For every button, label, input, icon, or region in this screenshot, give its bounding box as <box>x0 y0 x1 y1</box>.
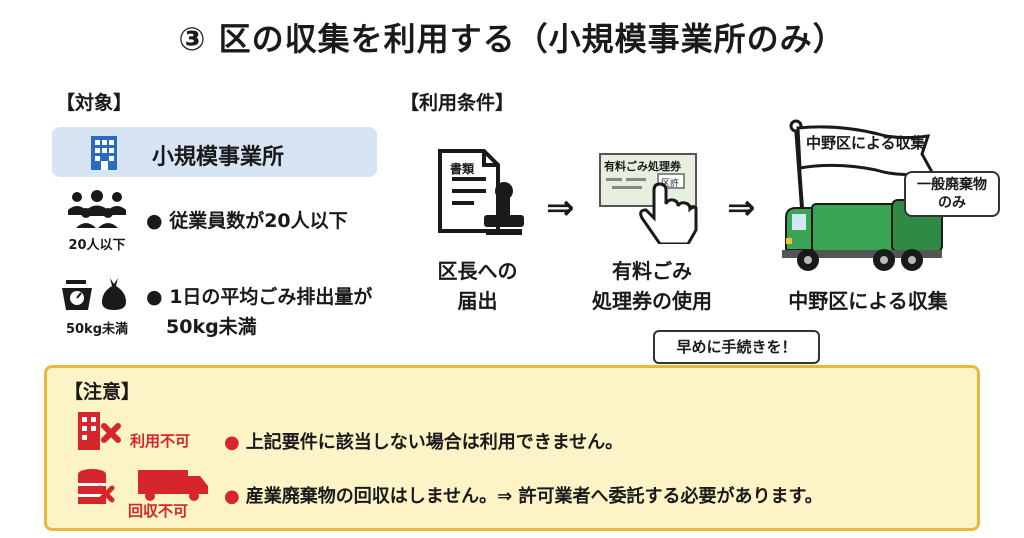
ticket-stamp: 区許 <box>661 179 680 189</box>
flow-arrow-1: ⇒ <box>546 188 575 228</box>
caution-note-2: ●産業廃棄物の回収はしません。⇒ 許可業者へ委託する必要があります。 <box>224 486 823 507</box>
waste-caption: 50kg未満 <box>65 322 129 337</box>
flag-text: 中野区による収集 <box>806 134 926 152</box>
page-title: ③ 区の収集を利用する（小規模事業所のみ） <box>178 20 846 58</box>
caution-note-2-text: 産業廃棄物の回収はしません。⇒ 許可業者へ委託する必要があります。 <box>245 486 823 507</box>
garbage-truck-flag-icon <box>782 119 943 271</box>
caution-note-1-text: 上記要件に該当しない場合は利用できません。 <box>245 432 624 453</box>
hurry-note: 早めに手続きを！ <box>653 330 820 364</box>
document-stamp-icon <box>438 149 524 235</box>
waste-condition-line2: 50kg未満 <box>166 316 257 338</box>
building-prohibited-icon <box>78 412 121 450</box>
employees-caption: 20人以下 <box>68 238 126 253</box>
step1-label-line2: 届出 <box>457 289 498 313</box>
document-tag: 書類 <box>450 162 475 176</box>
garbage-ticket-hand-icon <box>599 153 698 244</box>
people-group-icon <box>68 190 126 228</box>
step2-label-line1: 有料ごみ <box>612 259 692 283</box>
speech-bubble <box>904 171 1000 217</box>
step3-label: 中野区による収集 <box>788 289 948 313</box>
unavailable-caption: 利用不可 <box>130 432 191 450</box>
waste-condition-line1: ● 1日の平均ごみ排出量が <box>146 286 373 308</box>
building-icon <box>91 136 117 170</box>
scale-garbage-bag-icon <box>62 278 126 310</box>
step1-label-line1: 区長への <box>437 259 518 283</box>
caution-box <box>44 365 980 531</box>
target-section-label: 【対象】 <box>56 92 133 114</box>
no-collection-caption: 回収不可 <box>128 502 189 520</box>
caution-label: 【注意】 <box>64 381 141 403</box>
conditions-section-label: 【利用条件】 <box>400 92 515 114</box>
caution-note-1: ●上記要件に該当しない場合は利用できません。 <box>224 432 624 453</box>
bubble-line1: 一般廃棄物 <box>917 177 987 193</box>
step2-label-line2: 処理券の使用 <box>592 289 712 313</box>
bubble-line2: のみ <box>938 195 966 211</box>
business-type-label: 小規模事業所 <box>152 145 285 170</box>
flow-arrow-2: ⇒ <box>727 188 756 228</box>
industrial-waste-prohibited-icon <box>78 469 208 504</box>
employees-condition: ● 従業員数が20人以下 <box>146 210 348 232</box>
ticket-text: 有料ごみ処理券 <box>604 160 681 173</box>
